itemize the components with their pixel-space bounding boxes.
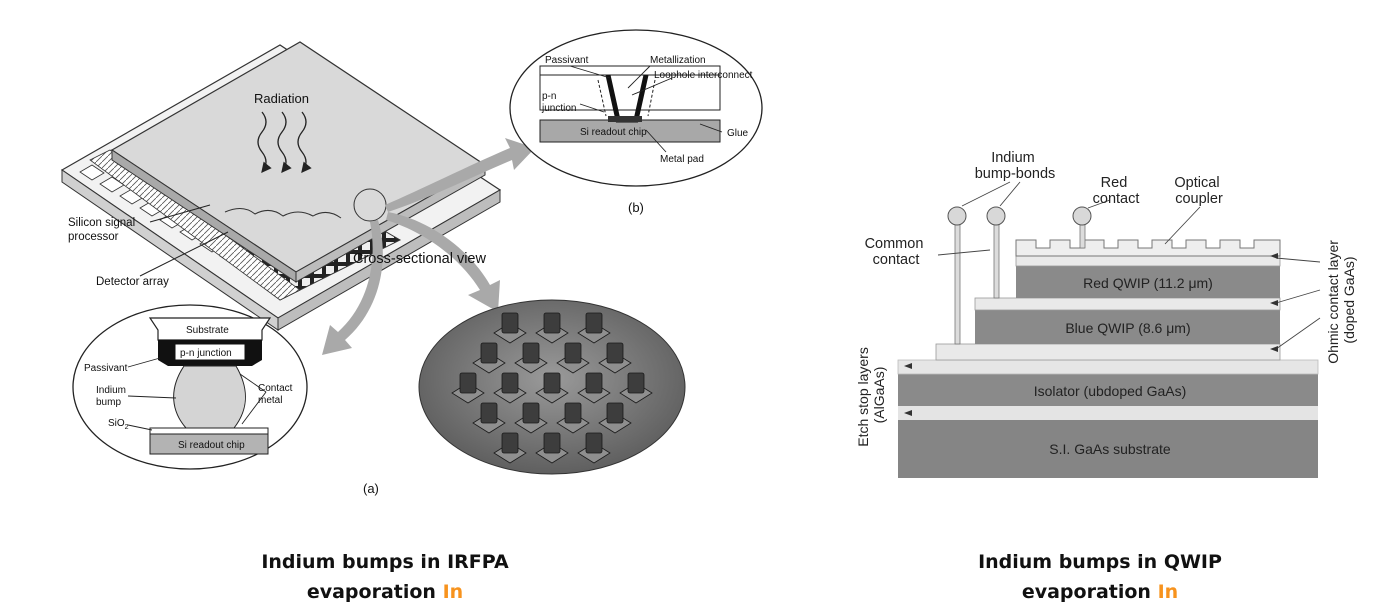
sem-indium-cube (480, 402, 498, 424)
silicon-signal-processor-label: Silicon signal processor (68, 217, 138, 243)
detector-array-label: Detector array (96, 276, 169, 288)
panel-a-passivant-label: Passivant (84, 363, 128, 374)
sem-indium-cube (522, 402, 540, 424)
sem-indium-cube (459, 372, 477, 394)
substrate-label: S.I. GaAs substrate (1049, 441, 1171, 457)
isolator-label: Isolator (ubdoped GaAs) (1034, 383, 1187, 399)
sem-indium-cube (585, 312, 603, 334)
common-contact-label: Common contact (865, 236, 928, 268)
sem-indium-cube (501, 432, 519, 454)
blue-qwip-layer (975, 310, 1280, 344)
caption-irfpa: Indium bumps in IRFPA evaporation In (220, 547, 550, 607)
sem-indium-cube (522, 342, 540, 364)
panel-b-si-readout-label: Si readout chip (580, 127, 647, 138)
caption-irfpa-line1: Indium bumps in IRFPA (261, 551, 509, 573)
sem-indium-cube (585, 372, 603, 394)
panel-b-glue-label: Glue (727, 128, 749, 139)
caption-qwip-line2: evaporation In (935, 577, 1265, 607)
si-gaas-substrate-layer (898, 420, 1318, 478)
panel-b: Passivant Metallization Loophole interco… (509, 29, 763, 215)
sem-indium-cube (564, 342, 582, 364)
blue-qwip-label: Blue QWIP (8.6 μm) (1065, 320, 1190, 336)
caption-qwip-line1: Indium bumps in QWIP (978, 551, 1222, 573)
etch-stop-upper-layer (897, 359, 1319, 375)
red-contact-label: Red contact (1093, 175, 1140, 207)
radiation-label: Radiation (254, 91, 309, 106)
panel-b-pn-junction-label: p-n junction (541, 91, 576, 114)
red-qwip-layer (1016, 266, 1280, 298)
sem-indium-cube (627, 372, 645, 394)
caption-qwip-prefix: evaporation (1021, 581, 1158, 603)
isolator-layer (898, 374, 1318, 406)
panel-a-caption: (a) (363, 481, 379, 496)
panel-b-caption: (b) (628, 200, 644, 215)
ohmic-contact-mid (974, 297, 1281, 311)
etch-stop-label: Etch stop layers (AlGaAs) (855, 343, 887, 447)
sem-bump-image (418, 299, 686, 475)
sem-indium-cube (501, 372, 519, 394)
sem-indium-cube (606, 342, 624, 364)
panel-b-metal-pad-label: Metal pad (660, 154, 704, 165)
irfpa-figure: Radiation Silicon signal processor Detec… (60, 29, 763, 496)
caption-qwip: Indium bumps in QWIP evaporation In (935, 547, 1265, 607)
ohmic-contact-top (1015, 255, 1281, 267)
panel-a-indium-bump-label: Indium bump (96, 385, 129, 408)
sem-indium-cube (543, 312, 561, 334)
radiation-arrows (257, 111, 312, 174)
indium-bump-bonds (947, 206, 1092, 345)
caption-irfpa-line2: evaporation In (220, 577, 550, 607)
svg-text:Passivant: Passivant (545, 55, 589, 66)
sem-indium-cube (585, 432, 603, 454)
ohmic-contact-base (935, 343, 1281, 361)
panel-a-substrate-label: Substrate (186, 325, 229, 336)
sem-indium-cube (564, 402, 582, 424)
caption-qwip-highlight: In (1157, 581, 1179, 603)
optical-coupler-grating (1015, 239, 1281, 257)
caption-irfpa-highlight: In (442, 581, 464, 603)
panel-a-si-readout-label: Si readout chip (178, 440, 245, 451)
panel-b-loophole-label: Loophole interconnect (654, 70, 753, 81)
panel-a-contact-metal-label: Contact metal (258, 383, 295, 406)
sem-indium-cube (543, 432, 561, 454)
sem-indium-cube (501, 312, 519, 334)
optical-coupler-label: Optical coupler (1174, 175, 1223, 207)
ohmic-contact-label: Ohmic contact layer (doped GaAs) (1325, 236, 1357, 364)
sem-indium-cube (606, 402, 624, 424)
panel-b-passivant-label: Passivant (545, 55, 589, 66)
sem-indium-cube (480, 342, 498, 364)
indium-bump-bonds-label: Indium bump-bonds (975, 150, 1056, 182)
qwip-figure: Indium bump-bonds Red contact Optical co… (855, 150, 1357, 478)
cross-sectional-view-label: Cross-sectional view (353, 251, 486, 267)
cross-section-arrows (322, 138, 535, 355)
caption-irfpa-prefix: evaporation (306, 581, 443, 603)
panel-a: Substrate p-n junction Passivant Indium … (72, 304, 379, 496)
panel-a-pn-junction-label: p-n junction (180, 348, 232, 359)
etch-stop-lower-layer (898, 406, 1318, 420)
red-qwip-label: Red QWIP (11.2 μm) (1083, 275, 1213, 291)
sem-indium-cube (543, 372, 561, 394)
panel-a-sio2-label: SiO2 (108, 418, 129, 431)
panel-b-metallization-label: Metallization (650, 55, 706, 66)
